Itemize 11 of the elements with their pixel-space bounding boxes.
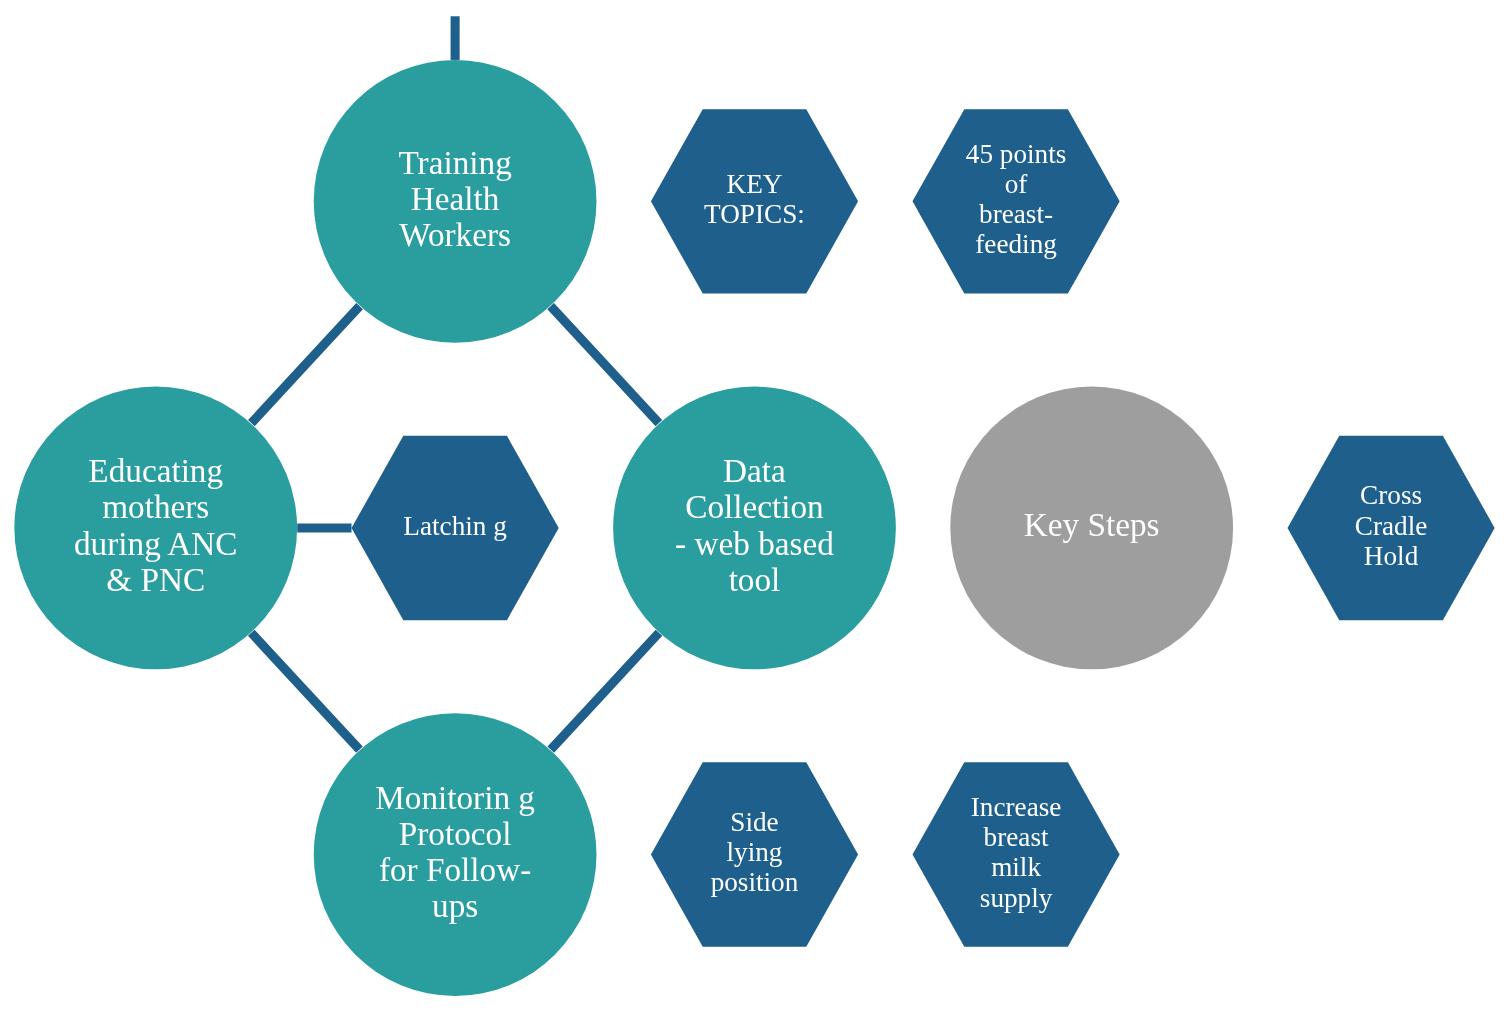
node-circle: Monitorin g Protocol for Follow- ups — [313, 712, 597, 996]
node-circle: Data Collection - web based tool — [613, 386, 896, 669]
node-circle: Educating mothers during ANC & PNC — [14, 386, 298, 669]
node-circle: Training Health Workers — [313, 59, 597, 343]
connector — [547, 629, 663, 753]
connector — [297, 522, 352, 532]
node-circle: Key Steps — [950, 386, 1234, 669]
connector — [247, 629, 363, 753]
connector — [547, 302, 663, 426]
connector — [450, 15, 460, 60]
connector — [248, 302, 363, 426]
